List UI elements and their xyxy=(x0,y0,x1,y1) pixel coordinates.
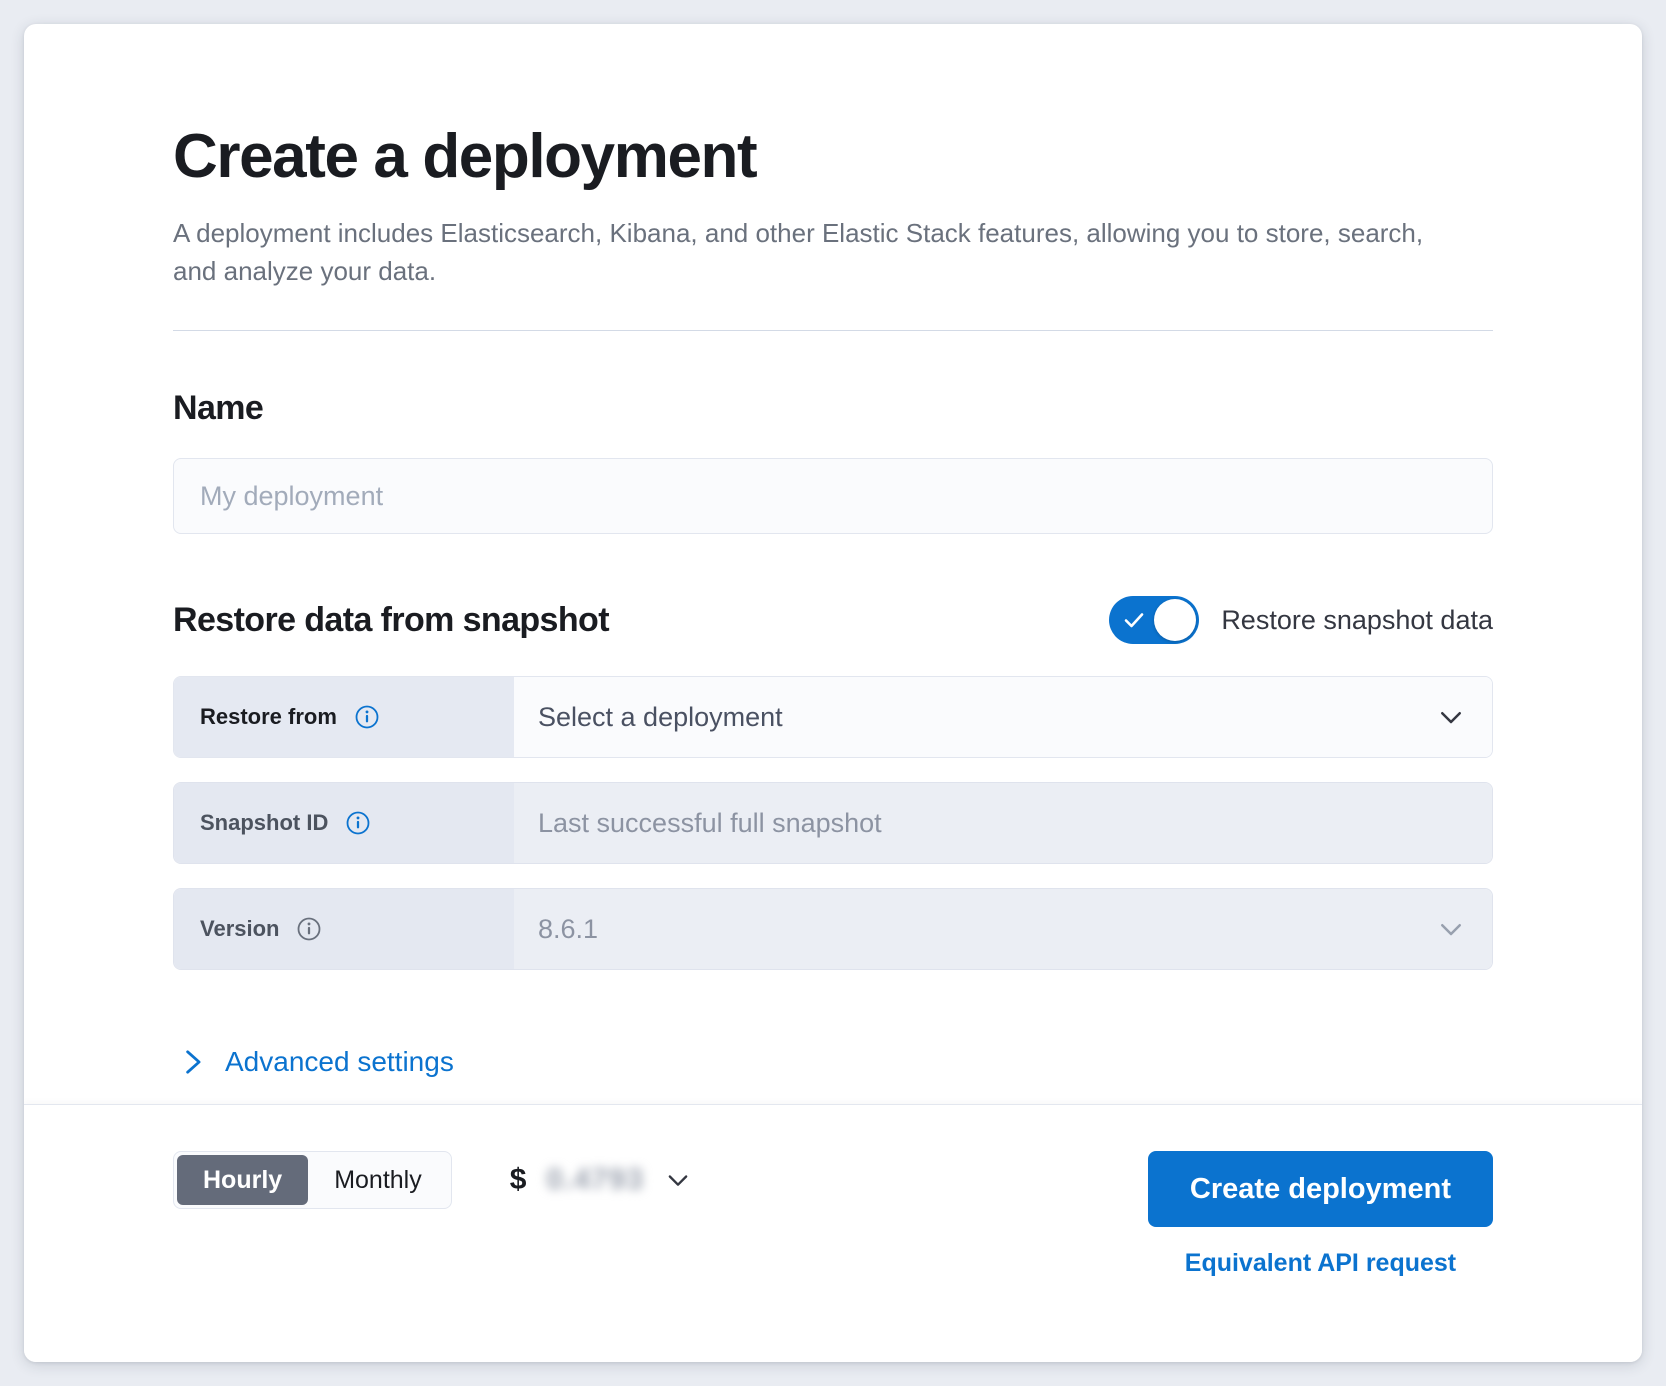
chevron-right-icon xyxy=(186,1050,201,1074)
deployment-name-placeholder: My deployment xyxy=(200,480,384,511)
create-deployment-card: Create a deployment A deployment include… xyxy=(24,24,1642,1362)
version-row: Version 8.6.1 xyxy=(173,888,1493,971)
version-label-group: Version xyxy=(174,889,514,970)
footer-left-group: Hourly Monthly $ 0.4793 xyxy=(173,1151,692,1209)
page-subtitle: A deployment includes Elasticsearch, Kib… xyxy=(173,217,1424,286)
restore-form-rows: Restore from Select a deployment xyxy=(173,676,1493,971)
restore-from-row[interactable]: Restore from Select a deployment xyxy=(173,676,1493,759)
price-display[interactable]: $ 0.4793 xyxy=(510,1163,692,1197)
restore-toggle-group: Restore snapshot data xyxy=(1109,596,1493,645)
info-icon[interactable] xyxy=(355,705,379,729)
billing-option-monthly[interactable]: Monthly xyxy=(308,1155,448,1205)
billing-option-hourly[interactable]: Hourly xyxy=(177,1155,309,1205)
price-currency: $ xyxy=(509,1163,527,1196)
snapshot-id-value: Last successful full snapshot xyxy=(538,807,882,838)
snapshot-id-label: Snapshot ID xyxy=(200,810,329,836)
snapshot-id-label-group: Snapshot ID xyxy=(174,783,514,864)
card-body: Create a deployment A deployment include… xyxy=(24,24,1642,1104)
restore-heading: Restore data from snapshot xyxy=(173,600,610,639)
page-title: Create a deployment xyxy=(173,122,758,191)
version-value: 8.6.1 xyxy=(538,913,599,944)
price-amount: 0.4793 xyxy=(546,1163,645,1196)
equivalent-api-request-link[interactable]: Equivalent API request xyxy=(1184,1249,1457,1277)
info-icon[interactable] xyxy=(297,917,321,941)
chevron-down-icon[interactable] xyxy=(1436,702,1466,732)
billing-period-toggle[interactable]: Hourly Monthly xyxy=(173,1151,452,1209)
chevron-down-icon[interactable] xyxy=(664,1166,692,1194)
version-label: Version xyxy=(200,916,280,942)
footer-bar: Hourly Monthly $ 0.4793 Create deploymen… xyxy=(24,1104,1642,1362)
footer-right-group: Create deployment Equivalent API request xyxy=(1147,1151,1493,1278)
restore-from-field[interactable]: Select a deployment xyxy=(514,677,1492,758)
header-divider xyxy=(173,330,1493,332)
restore-from-label: Restore from xyxy=(200,704,337,730)
restore-section-header: Restore data from snapshot Restore snaps… xyxy=(173,596,1493,645)
restore-toggle-label: Restore snapshot data xyxy=(1221,604,1493,635)
restore-from-value: Select a deployment xyxy=(538,701,783,732)
advanced-settings-link[interactable]: Advanced settings xyxy=(173,1046,454,1078)
restore-snapshot-toggle[interactable] xyxy=(1109,596,1200,645)
toggle-knob xyxy=(1154,599,1197,642)
advanced-settings-label: Advanced settings xyxy=(225,1046,454,1078)
snapshot-id-field: Last successful full snapshot xyxy=(514,783,1492,864)
name-heading: Name xyxy=(173,389,264,428)
restore-from-label-group: Restore from xyxy=(174,677,514,758)
snapshot-id-row: Snapshot ID Last successful full snapsho… xyxy=(173,782,1493,865)
deployment-name-input[interactable]: My deployment xyxy=(173,458,1493,535)
content-container: Create a deployment A deployment include… xyxy=(173,122,1493,1081)
name-section: Name My deployment xyxy=(173,389,1493,535)
footer-inner: Hourly Monthly $ 0.4793 Create deploymen… xyxy=(173,1105,1493,1362)
chevron-down-icon xyxy=(1441,924,1461,936)
create-deployment-button[interactable]: Create deployment xyxy=(1147,1151,1493,1227)
version-field: 8.6.1 xyxy=(514,889,1492,970)
info-icon[interactable] xyxy=(346,811,370,835)
check-icon xyxy=(1125,613,1144,628)
